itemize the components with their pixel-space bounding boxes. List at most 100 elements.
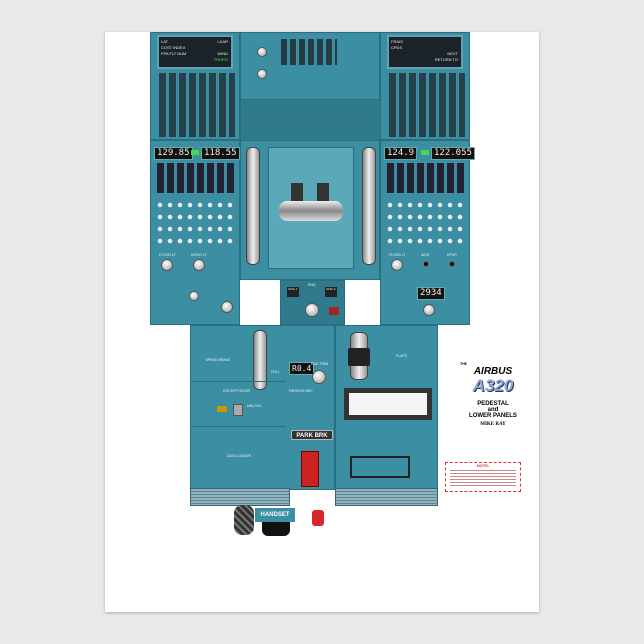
- note-text: [450, 470, 516, 486]
- mcdu-line: COST INDEX: [161, 45, 186, 50]
- flaps-lever[interactable]: [348, 348, 370, 366]
- title-block: THE AIRBUS A320 PEDESTAL and LOWER PANEL…: [448, 362, 538, 427]
- title-brand: AIRBUS: [473, 366, 513, 377]
- active-frequency: 124.9: [384, 147, 418, 160]
- data-loader-label: DATA LOADER: [227, 454, 251, 458]
- handset[interactable]: HANDSET: [255, 508, 295, 522]
- mcdu-line: RETURN TO: [434, 57, 458, 62]
- flood-lt-knob[interactable]: [391, 259, 403, 271]
- eng1-switch[interactable]: ENG 1: [287, 287, 299, 297]
- mcdu-right-screen: FRAIS CPDS NEXT RETURN TO: [387, 35, 463, 69]
- mcdu-line: FPA FLT NUM: [161, 51, 187, 56]
- thrust-lever-1[interactable]: [291, 183, 303, 201]
- integ-lt-label: INTEG LT: [191, 253, 207, 257]
- gear-extension-handle[interactable]: [312, 510, 324, 526]
- ecam-buttons[interactable]: [281, 39, 337, 65]
- cockpit-door-label: COCKPIT DOOR: [223, 389, 250, 393]
- mcdu-line: FRAIS: [391, 39, 403, 44]
- flood-lt-label: FLOOD LT: [159, 253, 176, 257]
- door-indicator: [217, 406, 227, 412]
- handset-receiver[interactable]: [262, 522, 290, 536]
- note-title: NOTE:: [476, 463, 490, 468]
- flood-lt-label: FLOOD LT: [389, 253, 406, 257]
- unlock-label: UNLOCK: [247, 404, 262, 408]
- rudder-trim-label: RUD TRIM: [311, 362, 329, 366]
- engine-mode-selector[interactable]: [305, 303, 319, 317]
- rudder-trim-display: R0.4: [289, 362, 315, 375]
- transfer-button[interactable]: [191, 150, 199, 155]
- audio-knobs[interactable]: [155, 199, 237, 247]
- left-rmp-acp: 129.85 118.55 FLOOD LT INTEG LT: [150, 140, 240, 325]
- thrust-lever-2[interactable]: [317, 183, 329, 201]
- flood-lt-knob[interactable]: [161, 259, 173, 271]
- title-model: A320: [472, 376, 514, 395]
- thrust-levers[interactable]: [279, 201, 343, 221]
- mcdu-line: WIND: [217, 51, 228, 56]
- mcdu-left-screen: LAT COST INDEX FPA FLT NUM LKAR WIND TRO…: [157, 35, 233, 69]
- selector-knob[interactable]: [221, 301, 233, 313]
- left-vent-grill: [190, 488, 290, 506]
- mcdu-right-keypad[interactable]: [387, 73, 465, 137]
- audio-knobs[interactable]: [385, 199, 467, 247]
- engine-master-panel: ENG ENG 1 ENG 2: [280, 280, 345, 325]
- aids-label: AIDS: [421, 253, 430, 257]
- switch-knob[interactable]: [189, 291, 199, 301]
- standby-frequency: 118.55: [201, 147, 240, 160]
- right-vent-grill: [335, 488, 438, 506]
- transponder-code: 2934: [417, 287, 445, 300]
- title-author: MIKE RAY: [480, 422, 506, 427]
- mcdu-right: FRAIS CPDS NEXT RETURN TO: [380, 32, 470, 140]
- mcdu-line: NEXT: [447, 51, 458, 56]
- fire-indicator: [329, 307, 339, 315]
- title-line1: PEDESTAL: [477, 401, 509, 407]
- park-brk-handle[interactable]: PARK BRK: [291, 430, 333, 440]
- radio-buttons[interactable]: [157, 163, 235, 193]
- title-line3: LOWER PANELS: [469, 413, 517, 419]
- handset-label: HANDSET: [260, 512, 290, 518]
- radio-buttons[interactable]: [387, 163, 465, 193]
- blank-panel: [241, 99, 381, 141]
- parking-brake-label: PARKING BRK: [289, 389, 313, 393]
- center-top-panel: [240, 32, 381, 141]
- mcdu-line: LAT: [161, 39, 169, 44]
- title-line2: and: [487, 407, 499, 413]
- note-box: NOTE:: [445, 462, 521, 492]
- thrust-lever-quadrant: [240, 140, 380, 280]
- park-brk-label: PARK BRK: [296, 433, 328, 439]
- flaps-label: FLAPS: [396, 354, 408, 358]
- tilt-knob[interactable]: [257, 69, 267, 79]
- mcdu-left: LAT COST INDEX FPA FLT NUM LKAR WIND TRO…: [150, 32, 240, 140]
- lower-right-panel: FLAPS: [335, 325, 438, 490]
- printer-slot: [344, 388, 432, 420]
- dfdr-button[interactable]: [449, 261, 455, 267]
- handset-cord: [234, 505, 254, 535]
- integ-lt-knob[interactable]: [193, 259, 205, 271]
- cockpit-door-switch[interactable]: [233, 404, 243, 416]
- transfer-button[interactable]: [421, 150, 429, 155]
- standby-frequency: 122.055: [431, 147, 475, 160]
- dfdr-label: DFDR: [447, 253, 457, 257]
- active-frequency: 129.85: [154, 147, 193, 160]
- rudder-trim-knob[interactable]: [312, 370, 326, 384]
- eng-label: ENG: [308, 283, 316, 287]
- right-rmp-acp: 124.9 122.055 FLOOD LT AIDS DFDR 2934: [380, 140, 475, 325]
- mcdu-left-keypad[interactable]: [157, 73, 235, 137]
- full-label: FULL: [271, 370, 280, 374]
- eng1-label: ENG 1: [288, 287, 298, 291]
- weather-radar-knob[interactable]: [257, 47, 267, 57]
- mcdu-line: CPDS: [391, 45, 403, 50]
- gravity-gear-extension[interactable]: [301, 451, 319, 487]
- right-trim-wheel[interactable]: [362, 147, 376, 265]
- mcdu-line: TROPO: [213, 57, 228, 62]
- mcdu-line: LKAR: [217, 39, 228, 44]
- speed-brake-label: SPEED BRAKE: [205, 358, 231, 362]
- lower-left-panel: SPEED BRAKE FULL COCKPIT DOOR UNLOCK DAT…: [190, 325, 335, 490]
- eng2-switch[interactable]: ENG 2: [325, 287, 337, 297]
- eng2-label: ENG 2: [326, 287, 336, 291]
- stowage-handle[interactable]: [350, 456, 410, 478]
- speed-brake-lever[interactable]: [253, 330, 267, 390]
- title-the: THE: [460, 362, 467, 366]
- aids-button[interactable]: [423, 261, 429, 267]
- transponder-knob[interactable]: [423, 304, 435, 316]
- left-trim-wheel[interactable]: [246, 147, 260, 265]
